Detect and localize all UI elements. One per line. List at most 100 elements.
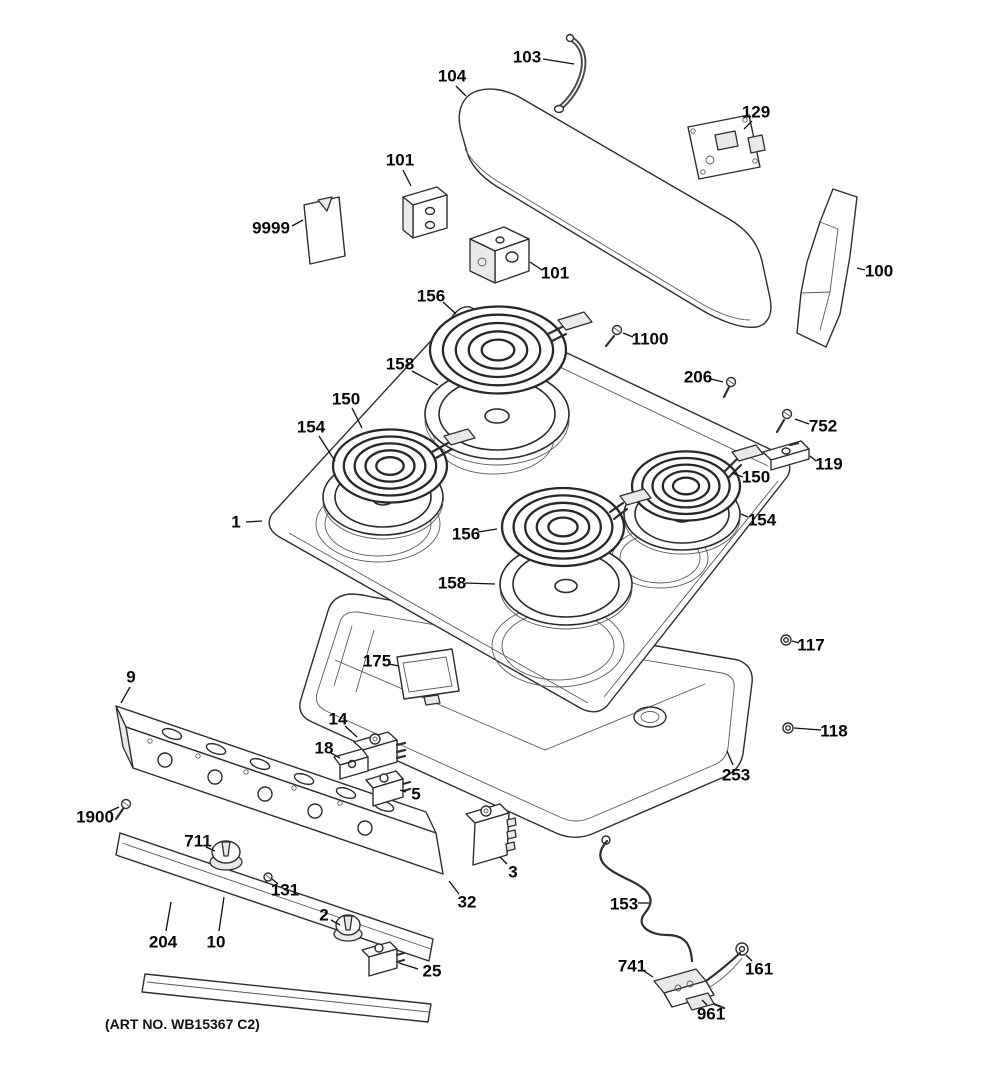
callout-101: 101 [541, 264, 569, 283]
leader-line-9999 [291, 219, 304, 227]
leader-line-156 [442, 301, 457, 315]
callout-2: 2 [319, 906, 328, 925]
leader-line-131 [271, 878, 279, 885]
surface-element-156-front [500, 486, 652, 568]
screw-1100 [604, 324, 623, 348]
leader-line-156 [477, 528, 498, 533]
screw-1900 [114, 798, 132, 821]
callout-150: 150 [742, 468, 770, 487]
callout-206: 206 [684, 368, 712, 387]
leader-line-14 [344, 725, 358, 738]
leader-line-18 [330, 752, 341, 759]
leader-line-104 [455, 85, 467, 97]
leader-line-150 [731, 472, 744, 478]
side-panel-100 [796, 188, 858, 348]
surface-element-156-top [428, 305, 593, 395]
leader-line-100 [856, 267, 866, 271]
leader-line-204 [165, 901, 172, 932]
callout-18: 18 [315, 739, 334, 758]
callout-150: 150 [332, 390, 360, 409]
control-panel-9 [115, 705, 444, 875]
callout-158: 158 [438, 574, 466, 593]
leader-line-961 [701, 999, 708, 1006]
callout-10: 10 [207, 933, 226, 952]
callout-5: 5 [411, 785, 420, 804]
callout-131: 131 [271, 881, 299, 900]
callout-103: 103 [513, 48, 541, 67]
callout-158: 158 [386, 355, 414, 374]
callout-9: 9 [126, 668, 135, 687]
leader-line-117 [791, 640, 800, 644]
leader-line-25 [398, 962, 419, 970]
callout-1100: 1100 [632, 330, 669, 349]
grommet-161 [735, 942, 749, 956]
trim-strip-204 [141, 973, 432, 1023]
switch-14 [353, 731, 407, 773]
art-number: (ART NO. WB15367 C2) [105, 1016, 260, 1032]
switch-5 [365, 770, 412, 807]
leader-line-101 [529, 261, 543, 271]
leader-line-1900 [107, 806, 120, 813]
leader-line-101 [402, 169, 412, 187]
callout-752: 752 [809, 417, 837, 436]
knob-2 [333, 914, 363, 942]
leader-line-161 [745, 954, 753, 962]
callout-154: 154 [748, 511, 777, 530]
callout-161: 161 [745, 960, 773, 979]
access-cover-175 [396, 648, 460, 706]
callout-253: 253 [722, 766, 750, 785]
leader-line-1100 [622, 332, 634, 338]
callout-3: 3 [508, 863, 517, 882]
callout-204: 204 [149, 933, 178, 952]
selector-switch-3 [465, 803, 517, 866]
leader-line-3 [499, 856, 508, 865]
callout-156: 156 [452, 525, 480, 544]
leader-line-129 [743, 120, 753, 130]
support-rod-103 [553, 33, 587, 114]
switch-25 [361, 941, 406, 977]
callout-1: 1 [231, 513, 240, 532]
igniter-assembly-741 [653, 951, 743, 1008]
leader-line-752 [794, 418, 810, 425]
leader-line-175 [388, 663, 400, 667]
leader-line-32 [448, 880, 460, 895]
screw-752 [775, 408, 793, 434]
callout-961: 961 [697, 1005, 725, 1024]
knob-711 [209, 840, 243, 871]
callout-32: 32 [458, 893, 477, 912]
instruction-sheet-9999 [303, 196, 346, 265]
bracket-18 [333, 748, 369, 780]
wire-harness-153 [599, 835, 694, 963]
callout-129: 129 [742, 103, 770, 122]
leader-line-154 [740, 513, 749, 518]
callout-175: 175 [363, 652, 391, 671]
callout-25: 25 [423, 962, 442, 981]
control-board-129 [687, 114, 766, 180]
leader-line-741 [643, 970, 654, 978]
screw-206 [722, 376, 737, 399]
callout-711: 711 [184, 832, 211, 851]
callout-741: 741 [618, 957, 646, 976]
leader-line-5 [399, 789, 407, 793]
leader-line-150 [351, 407, 363, 429]
callout-104: 104 [438, 67, 467, 86]
callout-9999: 9999 [252, 219, 290, 238]
leader-line-253 [726, 750, 734, 766]
bracket-119 [762, 440, 810, 471]
callout-101: 101 [386, 151, 414, 170]
mounting-bracket-101-right [469, 226, 530, 284]
callout-153: 153 [610, 895, 638, 914]
leader-line-103 [542, 58, 575, 65]
leader-line-119 [809, 455, 817, 462]
callout-118: 118 [820, 722, 847, 741]
callout-1900: 1900 [76, 808, 114, 827]
surface-element-150-right [630, 444, 764, 522]
leader-line-10 [218, 896, 225, 932]
callout-100: 100 [865, 262, 893, 281]
leader-line-118 [793, 727, 822, 731]
leader-line-9 [120, 686, 131, 704]
leader-line-711 [205, 846, 216, 852]
backsplash-panel-104 [458, 88, 772, 328]
